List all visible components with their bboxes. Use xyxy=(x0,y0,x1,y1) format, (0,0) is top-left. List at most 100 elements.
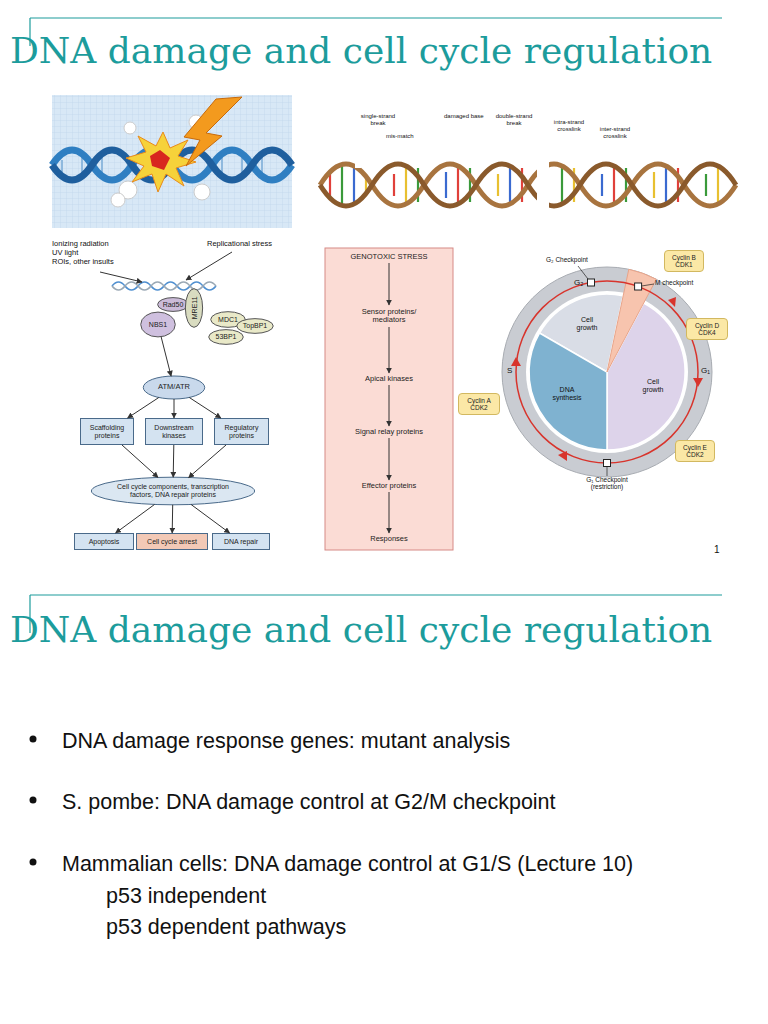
ellipse-node: 53BP1 xyxy=(208,329,244,345)
node-text: Cell cycle components, transcription fac… xyxy=(106,483,240,498)
ellipse-shape xyxy=(237,319,273,334)
pathway-step: Sensor proteins/ mediators xyxy=(354,305,424,327)
annotation-label: damaged base xyxy=(444,113,484,120)
pathway-step: Signal relay proteins xyxy=(344,426,434,438)
annotation-label: intra-strand crosslink xyxy=(550,119,588,133)
node-text: NBS1 xyxy=(149,321,167,329)
ellipse-shape xyxy=(209,330,244,345)
dna-damage-illustration xyxy=(320,150,736,222)
slide-title: DNA damage and cell cycle regulation xyxy=(10,30,712,71)
small-dna-helix xyxy=(100,252,232,290)
flow-arrow xyxy=(173,445,175,477)
annotation-label: double-strand break xyxy=(495,113,533,127)
flow-arrow xyxy=(191,505,230,534)
bullet-dot xyxy=(30,736,37,866)
ellipse-node: Rad50 xyxy=(157,297,189,312)
slide-title: DNA damage and cell cycle regulation xyxy=(10,609,712,650)
annotation-label: 1 xyxy=(714,544,720,556)
ellipse-shape xyxy=(91,477,254,505)
node-text: Scaffolding proteins xyxy=(81,424,133,439)
node-text: Sensor proteins/ mediators xyxy=(354,308,424,325)
dna-lightning-illustration xyxy=(52,95,292,228)
annotation-label: S xyxy=(507,366,512,375)
ellipse-shape xyxy=(141,312,176,337)
ellipse-node: Cell cycle components, transcription fac… xyxy=(88,476,258,506)
node-text: Cyclin A CDK2 xyxy=(459,397,499,411)
process-box: Apoptosis xyxy=(74,533,134,550)
annotation-label: Cell growth xyxy=(570,316,604,332)
node-text: Effector proteins xyxy=(362,482,416,490)
ellipse-shape xyxy=(143,376,204,399)
node-text: Cyclin D CDK4 xyxy=(687,322,727,336)
annotation-label: DNA synthesis xyxy=(546,386,588,402)
pathway-step: Effector proteins xyxy=(349,480,429,492)
ellipse-node: MRE11 xyxy=(185,287,203,329)
bullet-text: p53 independent xyxy=(106,884,266,909)
node-text: Cyclin B CDK1 xyxy=(665,254,703,268)
annotation-label: single-strand break xyxy=(358,113,398,127)
node-text: Responses xyxy=(370,535,408,543)
process-box: Cyclin D CDK4 xyxy=(686,318,728,340)
node-text: Signal relay proteins xyxy=(355,428,423,436)
ellipse-node: TopBP1 xyxy=(236,318,274,334)
node-text: MRE11 xyxy=(190,297,198,320)
annotation-label: G₁ xyxy=(701,366,710,375)
process-box: Cell cycle arrest xyxy=(136,533,208,550)
bullet-text: p53 dependent pathways xyxy=(106,915,346,940)
annotation-label: G₁ Checkpoint (restriction) xyxy=(570,476,644,491)
process-box: Regulatory proteins xyxy=(214,418,269,445)
node-text: Regulatory proteins xyxy=(215,424,268,439)
annotation-label: Replicational stress xyxy=(207,240,272,249)
annotation-label: ROIs, other insults xyxy=(52,258,114,267)
node-text: ATM/ATR xyxy=(158,383,190,391)
ellipse-shape xyxy=(158,298,189,312)
annotation-label: mis-match xyxy=(386,133,414,140)
flow-arrow xyxy=(189,398,221,419)
pathway-step: Responses xyxy=(354,533,424,545)
slide-rule xyxy=(30,18,722,633)
flow-arrow xyxy=(389,438,390,480)
node-text: Apoptosis xyxy=(89,538,120,546)
process-box: DNA repair xyxy=(212,533,270,550)
pathway-step: Apical kinases xyxy=(349,373,429,385)
flow-arrow xyxy=(389,385,390,426)
process-box: Cyclin B CDK1 xyxy=(664,250,704,272)
pathway-panel xyxy=(325,248,453,550)
process-box: Cyclin A CDK2 xyxy=(458,393,500,415)
node-text: GENOTOXIC STRESS xyxy=(351,253,428,261)
annotation-label: UV light xyxy=(52,249,78,258)
ellipse-node: ATM/ATR xyxy=(142,375,206,400)
node-text: Cell cycle arrest xyxy=(147,538,197,546)
node-text: Rad50 xyxy=(163,301,184,309)
ellipse-shape xyxy=(185,289,202,328)
ellipse-node: NBS1 xyxy=(140,311,176,338)
annotation-label: inter-strand crosslink xyxy=(596,126,634,140)
node-text: Apical kinases xyxy=(365,375,413,383)
pathway-step: GENOTOXIC STRESS xyxy=(334,251,444,263)
process-box: Scaffolding proteins xyxy=(80,418,134,445)
node-text: Downstream kinases xyxy=(146,424,202,439)
flow-arrow xyxy=(122,445,158,477)
bullet-text: Mammalian cells: DNA damage control at G… xyxy=(62,852,633,877)
flow-arrow xyxy=(172,505,174,533)
annotation-label: Ionizing radiation xyxy=(52,240,109,249)
annotation-label: G₂ xyxy=(574,278,583,287)
node-text: DNA repair xyxy=(224,538,258,546)
node-text: MDC1 xyxy=(218,316,238,324)
bullet-text: DNA damage response genes: mutant analys… xyxy=(62,729,510,754)
flow-arrow xyxy=(161,337,171,376)
flow-arrow xyxy=(128,398,159,419)
process-box: Cyclin E CDK2 xyxy=(675,440,715,462)
flow-arrow xyxy=(389,327,390,373)
flow-arrow xyxy=(189,445,226,478)
annotation-label: M checkpoint xyxy=(655,279,693,286)
flow-arrow xyxy=(389,263,390,305)
annotation-label: Cell growth xyxy=(636,378,670,394)
annotation-label: G₂ Checkpoint xyxy=(546,256,588,263)
node-text: Cyclin E CDK2 xyxy=(676,444,714,458)
process-box: Downstream kinases xyxy=(145,418,203,445)
node-text: TopBP1 xyxy=(243,322,268,330)
bullet-text: S. pombe: DNA damage control at G2/M che… xyxy=(62,790,556,815)
flow-arrow xyxy=(116,504,155,533)
